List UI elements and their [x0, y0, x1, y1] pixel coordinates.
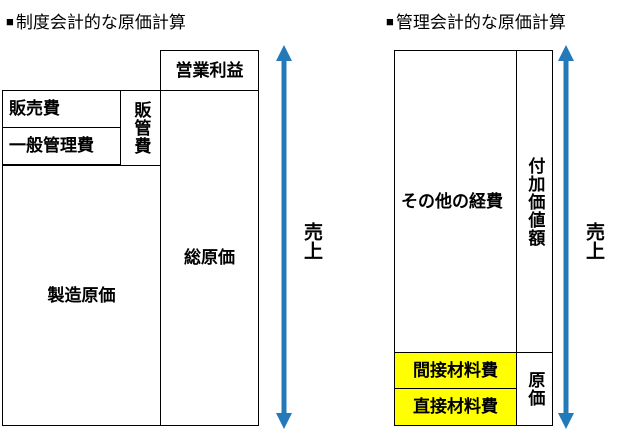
cell-indirect-material-cost: 間接材料費: [394, 352, 517, 389]
cell-total-cost: 総原価: [160, 90, 259, 426]
sales-label-right: 売上: [583, 222, 604, 260]
cell-manufacturing-cost: 製造原価: [2, 165, 161, 426]
cell-other-expenses: その他の経費: [394, 50, 517, 353]
right-diagram-title: ■管理会計的な原価計算: [386, 8, 566, 33]
cell-cost: 原価: [516, 352, 553, 426]
cell-selling-expense: 販売費: [2, 90, 121, 128]
sales-label-left: 売上: [301, 222, 322, 260]
left-diagram-title: ■制度会計的な原価計算: [6, 8, 186, 33]
cell-operating-profit: 営業利益: [160, 50, 259, 91]
right-diagram-title-text: 管理会計的な原価計算: [395, 13, 566, 32]
cell-value-added: 付加価値額: [516, 50, 553, 353]
cell-general-admin-expense: 一般管理費: [2, 127, 121, 165]
bullet-square-icon: ■: [386, 14, 394, 29]
sales-range-arrow-right: [558, 45, 574, 429]
cell-sga-expense: 販管費: [120, 90, 161, 166]
sales-range-arrow-left: [276, 45, 292, 429]
bullet-square-icon: ■: [6, 14, 14, 29]
cell-direct-material-cost: 直接材料費: [394, 388, 517, 426]
left-diagram-title-text: 制度会計的な原価計算: [15, 13, 186, 32]
